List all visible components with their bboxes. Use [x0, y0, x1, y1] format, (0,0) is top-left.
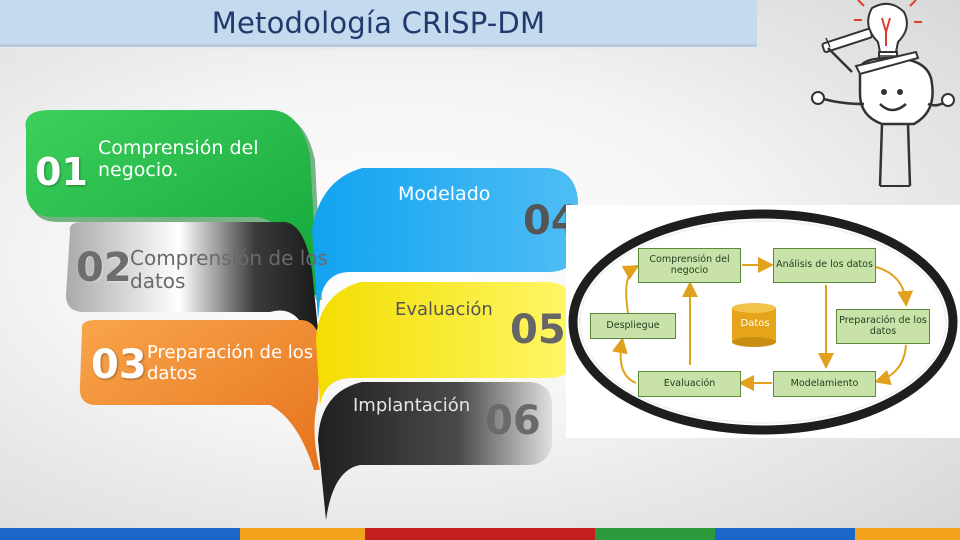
- pencil-icon: [821, 27, 873, 53]
- bottom-color-stripe: [0, 528, 960, 540]
- phase-06-number: 06: [485, 398, 541, 444]
- stripe-red: [365, 528, 595, 540]
- diagram-box-evaluation: Evaluación: [638, 371, 741, 397]
- phase-06-label: Implantación: [353, 395, 471, 416]
- phase-02-number: 02: [76, 245, 132, 291]
- phase-01-number: 01: [35, 150, 88, 194]
- phase-05-label: Evaluación: [395, 299, 493, 320]
- diagram-box-preparation: Preparación de los datos: [836, 309, 930, 344]
- phase-01-label: Comprensión del negocio.: [98, 137, 259, 181]
- ribbon-01: [25, 110, 318, 295]
- diagram-box-modeling: Modelamiento: [773, 371, 876, 397]
- stripe-orange-2: [855, 528, 960, 540]
- stripe-orange: [240, 528, 365, 540]
- page-title: Metodología CRISP-DM: [211, 6, 546, 40]
- diagram-box-analysis: Análisis de los datos: [773, 248, 876, 283]
- ribbon-03: [79, 320, 320, 470]
- thinking-mascot-illustration: [811, 0, 955, 187]
- cycle-ring: [568, 209, 958, 435]
- phase-03-number: 03: [91, 342, 147, 388]
- ribbon-02: [66, 222, 318, 330]
- phase-03-label: Preparación de los datos: [147, 342, 314, 384]
- diagram-box-deployment: Despliegue: [590, 313, 676, 339]
- title-underline: [0, 44, 757, 47]
- phase-04-label: Modelado: [398, 183, 491, 205]
- ribbon-05: [316, 282, 578, 405]
- diagram-center-datos: Datos: [740, 318, 770, 329]
- phase-05-number: 05: [510, 307, 566, 353]
- stripe-blue-2: [715, 528, 855, 540]
- stripe-blue: [0, 528, 240, 540]
- phase-02-label: Comprensión de los datos: [130, 246, 328, 293]
- title-bar: Metodología CRISP-DM: [0, 0, 757, 49]
- diagram-box-business: Comprensión del negocio: [638, 248, 741, 283]
- crisp-cycle-diagram: Comprensión del negocio Análisis de los …: [566, 205, 960, 438]
- stripe-green: [595, 528, 715, 540]
- ribbon-06: [318, 382, 552, 520]
- ribbon-04: [312, 168, 578, 320]
- database-icon: [732, 303, 776, 347]
